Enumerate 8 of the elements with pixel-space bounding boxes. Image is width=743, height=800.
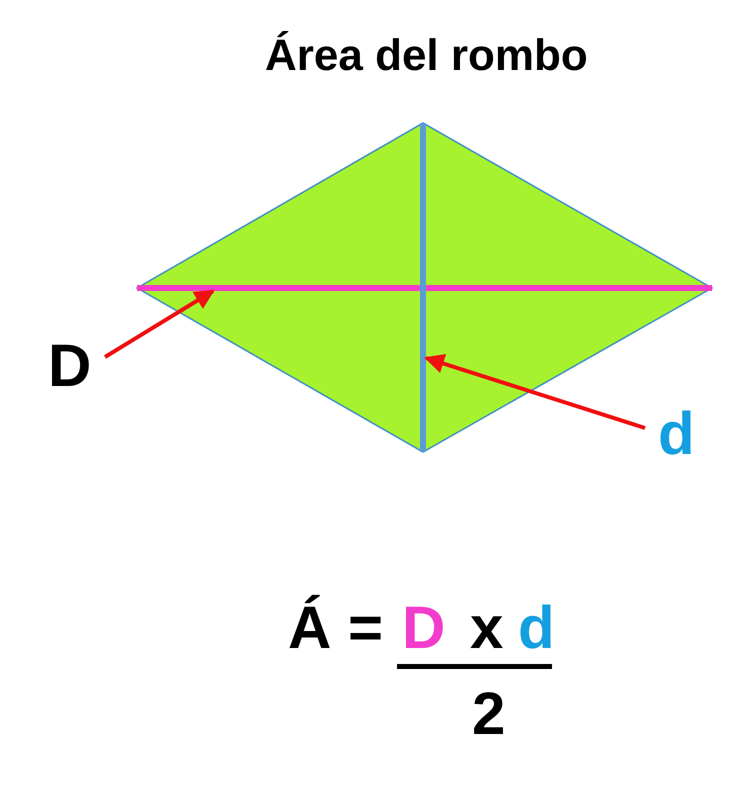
leader-arrow [424,354,646,430]
formula-variable: D [402,598,446,658]
formula-operator: x [470,598,504,658]
leader-arrow [104,289,215,359]
formula-variable: d [518,598,555,658]
diagonal-label: d [658,404,695,464]
diagonal-label: D [48,336,92,396]
formula-denominator: 2 [472,684,506,744]
